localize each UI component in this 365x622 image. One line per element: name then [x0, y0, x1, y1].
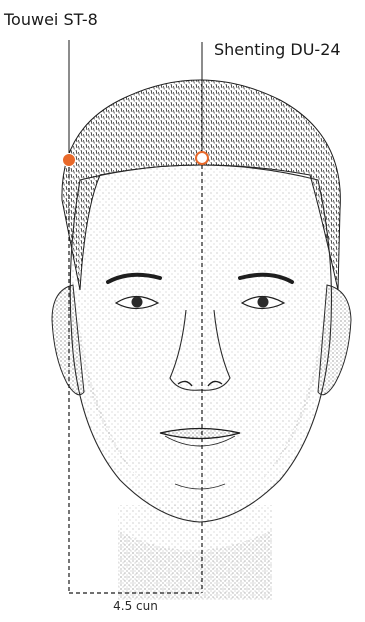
left-iris [132, 297, 143, 308]
shenting-label: Shenting DU-24 [214, 42, 341, 58]
right-iris [258, 297, 269, 308]
touwei-label: Touwei ST-8 [4, 12, 98, 28]
touwei-marker [63, 154, 76, 167]
shenting-marker [196, 152, 208, 164]
face [70, 165, 331, 522]
distance-label: 4.5 cun [0, 600, 271, 612]
